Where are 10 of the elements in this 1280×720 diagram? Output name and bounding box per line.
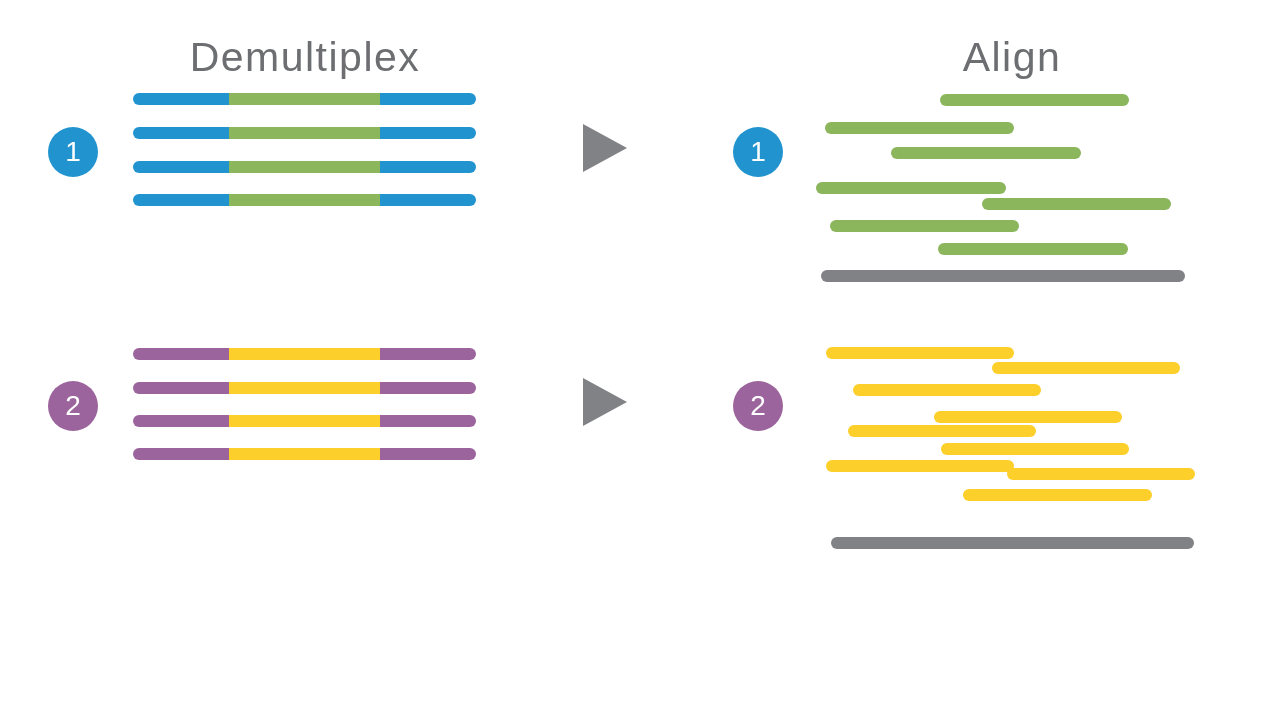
sample-number: 1 <box>750 138 766 166</box>
numbered-circle <box>48 381 98 431</box>
sample-number: 1 <box>65 138 81 166</box>
numbered-circle <box>733 127 783 177</box>
column-heading: Align <box>962 33 1062 81</box>
numbered-circle <box>48 127 98 177</box>
numbered-circle <box>733 381 783 431</box>
sample-number: 2 <box>750 392 766 420</box>
sample-number: 2 <box>65 392 81 420</box>
column-heading: Demultiplex <box>189 33 421 81</box>
